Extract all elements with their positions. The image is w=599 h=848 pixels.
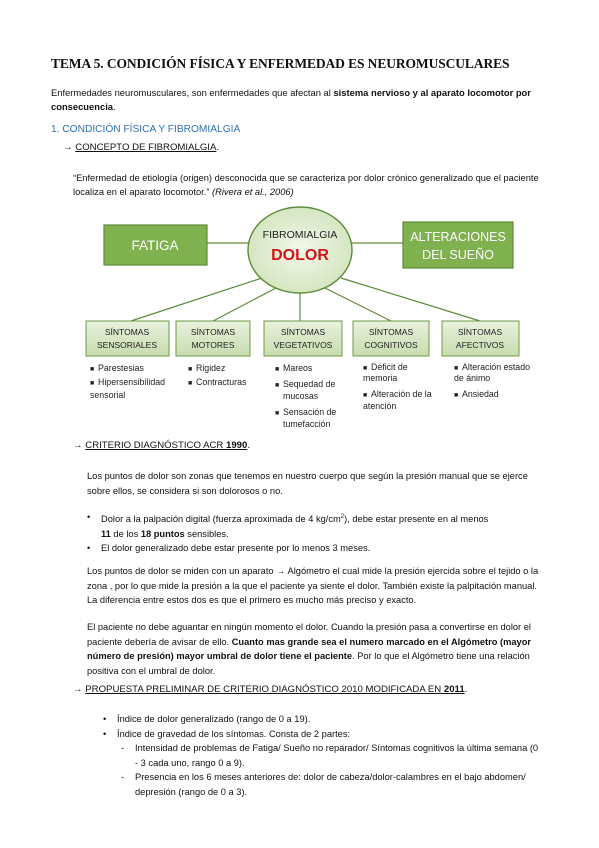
svg-text:■: ■ bbox=[275, 382, 279, 389]
center-main: DOLOR bbox=[271, 247, 329, 264]
umbral-paragraph: El paciente no debe aguantar en ningún m… bbox=[87, 622, 532, 676]
definition-quote: “Enfermedad de etiología (origen) descon… bbox=[73, 173, 539, 197]
box-motores bbox=[175, 320, 251, 357]
svg-text:■: ■ bbox=[363, 365, 367, 372]
pain-points-paragraph: Los puntos de dolor son zonas que tenemo… bbox=[87, 471, 528, 496]
svg-text:■: ■ bbox=[275, 410, 279, 417]
sym-sensorial: sensorial bbox=[90, 390, 125, 400]
sym-parestesias: Parestesias bbox=[98, 363, 145, 373]
sym-memoria: memoria bbox=[363, 373, 397, 383]
box-cognitivos-line1: SÍNTOMAS bbox=[369, 327, 414, 337]
sym-ansiedad: Ansiedad bbox=[462, 389, 499, 399]
section-heading: 1. CONDICIÓN FÍSICA Y FIBROMIALGIA bbox=[51, 124, 241, 135]
box-sensoriales bbox=[85, 320, 170, 357]
box-motores-line2: MOTORES bbox=[192, 340, 235, 350]
propuesta-heading: → PROPUESTA PRELIMINAR DE CRITERIO DIAGN… bbox=[73, 684, 468, 695]
box-vegetativos-line1: SÍNTOMAS bbox=[281, 327, 326, 337]
svg-text:■: ■ bbox=[90, 380, 94, 387]
sleep-label-1: ALTERACIONES bbox=[410, 230, 506, 244]
intro-paragraph: Enfermedades neuromusculares, son enferm… bbox=[51, 87, 531, 112]
list-item: Presencia en los 6 meses anteriores de: … bbox=[103, 770, 543, 799]
box-cognitivos-line2: COGNITIVOS bbox=[364, 340, 418, 350]
propuesta-bullets: Índice de dolor generalizado (rango de 0… bbox=[103, 712, 543, 799]
svg-text:■: ■ bbox=[188, 380, 192, 387]
sym-alteracion: Alteración de la bbox=[371, 389, 432, 399]
sleep-label-2: DEL SUEÑO bbox=[422, 248, 494, 262]
box-cognitivos bbox=[352, 320, 430, 357]
list-item: El dolor generalizado debe estar present… bbox=[87, 541, 542, 556]
svg-text:■: ■ bbox=[454, 365, 458, 372]
sym-hipersensibilidad: Hipersensibilidad bbox=[98, 377, 165, 387]
center-title: FIBROMIALGIA bbox=[263, 229, 338, 241]
fatiga-box bbox=[103, 224, 208, 266]
box-afectivos-line1: SÍNTOMAS bbox=[458, 327, 503, 337]
sym-sequedad: Sequedad de bbox=[283, 379, 335, 389]
page-title: TEMA 5. CONDICIÓN FÍSICA Y ENFERMEDAD ES… bbox=[51, 56, 510, 71]
sym-animo: Alteración estado bbox=[462, 362, 530, 372]
svg-text:■: ■ bbox=[275, 366, 279, 373]
list-item: Intensidad de problemas de Fatiga/ Sueño… bbox=[103, 741, 543, 770]
list-item: Dolor a la palpación digital (fuerza apr… bbox=[87, 510, 542, 541]
list-item: Índice de dolor generalizado (rango de 0… bbox=[103, 712, 543, 727]
box-vegetativos bbox=[263, 320, 343, 357]
algometro-paragraph: Los puntos de dolor se miden con un apar… bbox=[87, 566, 539, 605]
sleep-box bbox=[402, 221, 514, 269]
sym-deficit: Déficit de bbox=[371, 362, 408, 372]
sym-mareos: Mareos bbox=[283, 363, 313, 373]
sym-mucosas: mucosas bbox=[283, 391, 319, 401]
sym-animo-2: de ánimo bbox=[454, 373, 490, 383]
svg-text:■: ■ bbox=[90, 366, 94, 373]
sym-contracturas: Contracturas bbox=[196, 377, 247, 387]
concept-heading: → CONCEPTO DE FIBROMIALGIA. bbox=[63, 142, 220, 153]
box-sensoriales-line2: SENSORIALES bbox=[97, 340, 157, 350]
box-motores-line1: SÍNTOMAS bbox=[191, 327, 236, 337]
sym-atencion: atención bbox=[363, 401, 396, 411]
sym-tumefaccion: tumefacción bbox=[283, 419, 331, 429]
criterio-bullets: Dolor a la palpación digital (fuerza apr… bbox=[87, 510, 542, 556]
sym-sensacion: Sensación de bbox=[283, 407, 336, 417]
box-afectivos bbox=[441, 320, 520, 357]
sym-rigidez: Rigidez bbox=[196, 363, 225, 373]
criterio-heading: → CRITERIO DIAGNÓSTICO ACR 1990. bbox=[73, 440, 251, 451]
svg-text:■: ■ bbox=[454, 392, 458, 399]
box-sensoriales-line1: SÍNTOMAS bbox=[105, 327, 150, 337]
svg-text:■: ■ bbox=[188, 366, 192, 373]
arrow-icon: → bbox=[63, 142, 73, 153]
center-circle bbox=[247, 206, 353, 294]
box-afectivos-line2: AFECTIVOS bbox=[456, 340, 505, 350]
fatiga-label: FATIGA bbox=[131, 238, 178, 253]
svg-text:■: ■ bbox=[363, 392, 367, 399]
list-item: Índice de gravedad de los síntomas. Cons… bbox=[103, 727, 543, 742]
box-vegetativos-line2: VEGETATIVOS bbox=[274, 340, 333, 350]
